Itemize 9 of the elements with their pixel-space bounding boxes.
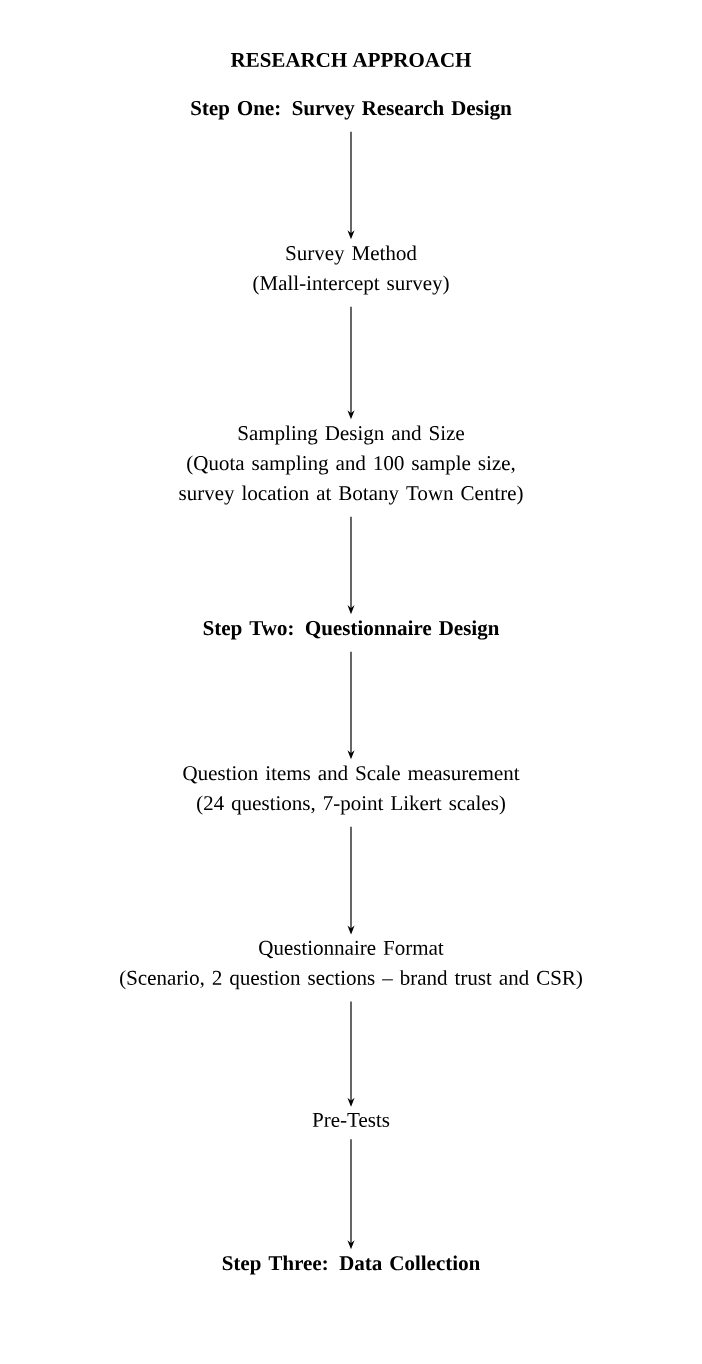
step-text: Survey Method (Mall-intercept survey) <box>253 245 449 295</box>
step-heading: Step Two: Questionnaire Design <box>203 620 500 640</box>
step-heading: Step Three: Data Collection <box>222 1255 480 1275</box>
step-text: Questionnaire Format (Scenario, 2 question sections – brand trust and CSR) <box>120 940 582 990</box>
step-text: Question items and Scale measurement (24 questions, 7-point Likert scales) <box>183 765 520 815</box>
step-text: Pre-Tests <box>312 1113 390 1127</box>
step-heading: Step One: Survey Research Design <box>191 100 512 120</box>
step-text: Sampling Design and Size (Quota sampling and 100 sample size, survey location at Botany Town Centre) <box>179 425 523 505</box>
title: RESEARCH APPROACH <box>230 52 472 68</box>
